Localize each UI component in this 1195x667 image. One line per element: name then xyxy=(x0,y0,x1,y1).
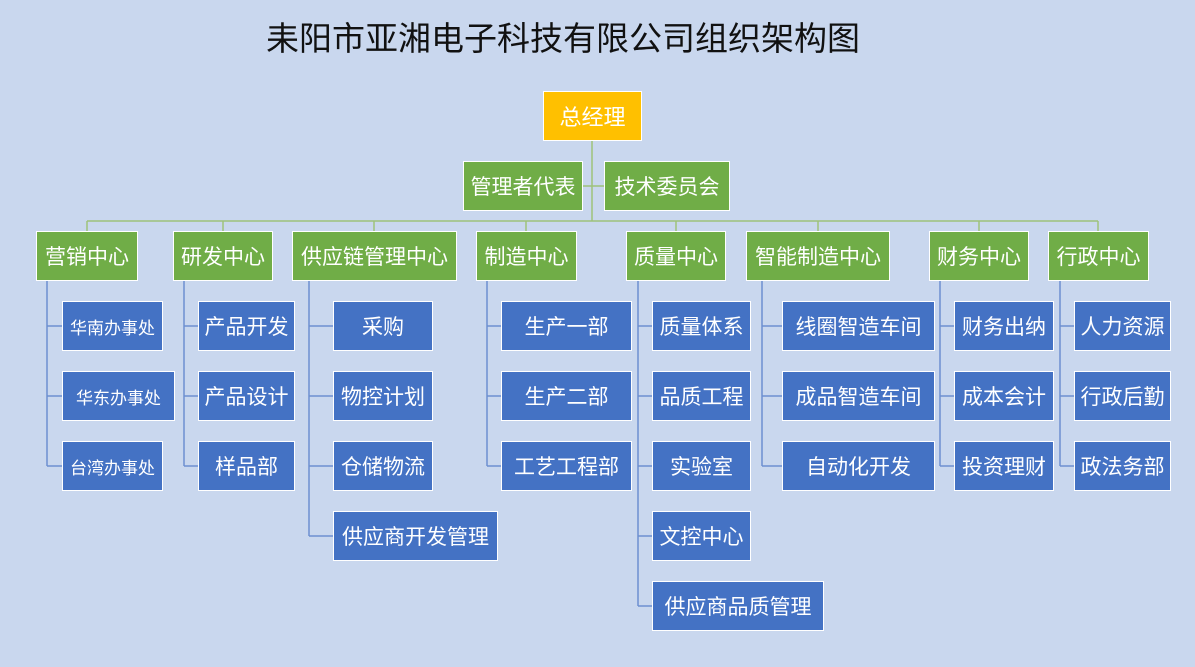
dept-cashier[interactable]: 财务出纳 xyxy=(954,301,1054,351)
dept-admin-logistics[interactable]: 行政后勤 xyxy=(1074,371,1171,421)
dept-east-china-office[interactable]: 华东办事处 xyxy=(62,371,175,421)
general-manager-box[interactable]: 总经理 xyxy=(543,91,642,141)
dept-quality-engineering[interactable]: 品质工程 xyxy=(652,371,751,421)
center-finance[interactable]: 财务中心 xyxy=(929,231,1029,281)
dept-south-china-office[interactable]: 华南办事处 xyxy=(62,301,163,351)
center-rnd[interactable]: 研发中心 xyxy=(173,231,273,281)
dept-production-2[interactable]: 生产二部 xyxy=(501,371,632,421)
dept-procurement[interactable]: 采购 xyxy=(333,301,433,351)
dept-process-engineering[interactable]: 工艺工程部 xyxy=(501,441,632,491)
center-quality[interactable]: 质量中心 xyxy=(626,231,726,281)
dept-warehouse-logistics[interactable]: 仓储物流 xyxy=(333,441,433,491)
dept-investment[interactable]: 投资理财 xyxy=(954,441,1054,491)
center-admin[interactable]: 行政中心 xyxy=(1048,231,1149,281)
dept-quality-system[interactable]: 质量体系 xyxy=(652,301,751,351)
center-manufacturing[interactable]: 制造中心 xyxy=(476,231,577,281)
center-supply-chain[interactable]: 供应链管理中心 xyxy=(292,231,457,281)
dept-coil-workshop[interactable]: 线圈智造车间 xyxy=(782,301,935,351)
page-title: 耒阳市亚湘电子科技有限公司组织架构图 xyxy=(266,19,860,58)
dept-product-development[interactable]: 产品开发 xyxy=(198,301,295,351)
center-marketing[interactable]: 营销中心 xyxy=(36,231,138,281)
dept-material-planning[interactable]: 物控计划 xyxy=(333,371,433,421)
dept-supplier-quality[interactable]: 供应商品质管理 xyxy=(652,581,824,631)
dept-automation-development[interactable]: 自动化开发 xyxy=(782,441,935,491)
center-smart-manufacturing[interactable]: 智能制造中心 xyxy=(746,231,890,281)
dept-production-1[interactable]: 生产一部 xyxy=(501,301,632,351)
dept-taiwan-office[interactable]: 台湾办事处 xyxy=(62,441,163,491)
technical-committee-box[interactable]: 技术委员会 xyxy=(604,161,730,211)
dept-laboratory[interactable]: 实验室 xyxy=(652,441,751,491)
dept-sample[interactable]: 样品部 xyxy=(198,441,295,491)
dept-cost-accounting[interactable]: 成本会计 xyxy=(954,371,1054,421)
management-representative-box[interactable]: 管理者代表 xyxy=(463,161,583,211)
dept-product-design[interactable]: 产品设计 xyxy=(198,371,295,421)
dept-finished-product-workshop[interactable]: 成品智造车间 xyxy=(782,371,935,421)
dept-supplier-development[interactable]: 供应商开发管理 xyxy=(333,511,498,561)
dept-legal-affairs[interactable]: 政法务部 xyxy=(1074,441,1171,491)
dept-human-resources[interactable]: 人力资源 xyxy=(1074,301,1171,351)
dept-document-control[interactable]: 文控中心 xyxy=(652,511,751,561)
